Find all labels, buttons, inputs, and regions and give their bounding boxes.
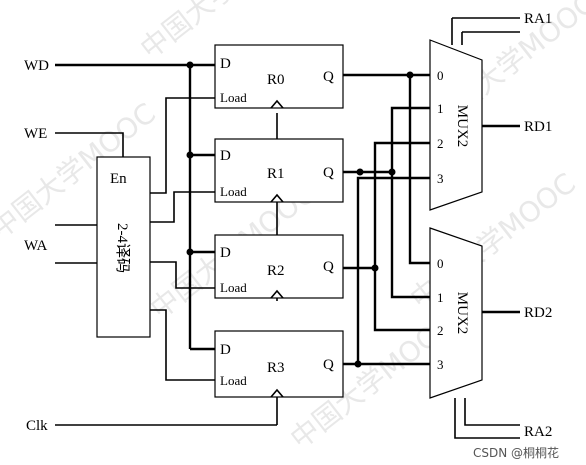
wa-label: WA: [24, 238, 47, 254]
mux-input-label: 2: [437, 136, 444, 151]
wd-branches: [190, 153, 215, 351]
mux-2: 0 1 2 3 MUX2: [429, 227, 483, 399]
mux-name: MUX2: [454, 292, 470, 335]
credit-text: CSDN @桐桐花: [473, 445, 559, 460]
clock-triangle: [270, 99, 284, 109]
ra2-wires: [454, 398, 520, 439]
q1-to-mux1-in1: [360, 106, 430, 174]
mux-input-label: 0: [437, 68, 444, 83]
mux-name: MUX2: [454, 105, 470, 148]
mux-input-label: 3: [437, 171, 444, 186]
register-r1: D R1 Q Load: [214, 138, 344, 203]
mux-1: 0 1 2 3 MUX2: [429, 39, 483, 211]
junctions: [186, 61, 414, 368]
load-wire-r1: [150, 191, 215, 223]
wd-label: WD: [24, 58, 49, 74]
load-label: Load: [220, 90, 247, 105]
rd1-label: RD1: [524, 119, 552, 135]
q2-to-mux2-in2: [373, 268, 430, 332]
register-name: R3: [267, 360, 285, 376]
ra2-label: RA2: [524, 424, 552, 440]
q1-to-mux2-in1: [390, 172, 430, 299]
we-label: WE: [24, 126, 47, 142]
q-label: Q: [323, 357, 334, 373]
mux-input-label: 1: [437, 290, 444, 305]
load-label: Load: [220, 373, 247, 388]
register-r3: D R3 Q Load: [214, 330, 344, 398]
decoder-name: 2-4译码: [114, 223, 131, 273]
wires: [55, 17, 520, 439]
rd2-label: RD2: [524, 305, 552, 321]
register-r0: D R0 Q Load: [214, 44, 344, 109]
decoder-box: [96, 156, 151, 338]
signal-labels: WD WE WA Clk RA1 RD1 RD2 RA2: [24, 11, 552, 440]
mux-input-label: 1: [437, 101, 444, 116]
q-label: Q: [323, 69, 334, 85]
ra1-label: RA1: [524, 11, 552, 27]
clock-triangle: [270, 388, 284, 398]
load-label: Load: [220, 280, 247, 295]
register-box: [214, 44, 344, 109]
d-label: D: [220, 342, 231, 358]
mux-shape: [429, 39, 483, 211]
d-label: D: [220, 56, 231, 72]
q-label: Q: [323, 259, 334, 275]
register-box: [214, 138, 344, 203]
register-box: [214, 330, 344, 398]
wa-wires: [55, 224, 97, 264]
register-name: R0: [267, 72, 285, 88]
q0-to-mux2: [408, 75, 430, 265]
we-wire: [55, 132, 124, 157]
d-label: D: [220, 148, 231, 164]
q-label: Q: [323, 165, 334, 181]
load-label: Load: [220, 184, 247, 199]
clock-triangle: [270, 289, 284, 299]
q2-to-mux1-in2: [373, 141, 430, 268]
clk-label: Clk: [26, 418, 48, 434]
load-wire-r3: [150, 309, 215, 381]
mux-input-label: 0: [437, 256, 444, 271]
clock-triangle: [270, 193, 284, 203]
ra1-wires: [451, 17, 520, 45]
load-wire-r2: [150, 261, 215, 289]
decoder-2-4: En 2-4译码: [96, 156, 151, 338]
mux-input-label: 3: [437, 357, 444, 372]
register-name: R1: [267, 166, 285, 182]
decoder-en-label: En: [110, 171, 127, 187]
register-box: [214, 234, 344, 299]
load-wire-r0: [150, 97, 215, 194]
d-label: D: [220, 245, 231, 261]
register-r2: D R2 Q Load: [214, 234, 344, 299]
mux-shape: [429, 227, 483, 399]
mux-input-label: 2: [437, 323, 444, 338]
q3-to-mux1-in3: [356, 176, 430, 364]
register-name: R2: [267, 263, 285, 279]
